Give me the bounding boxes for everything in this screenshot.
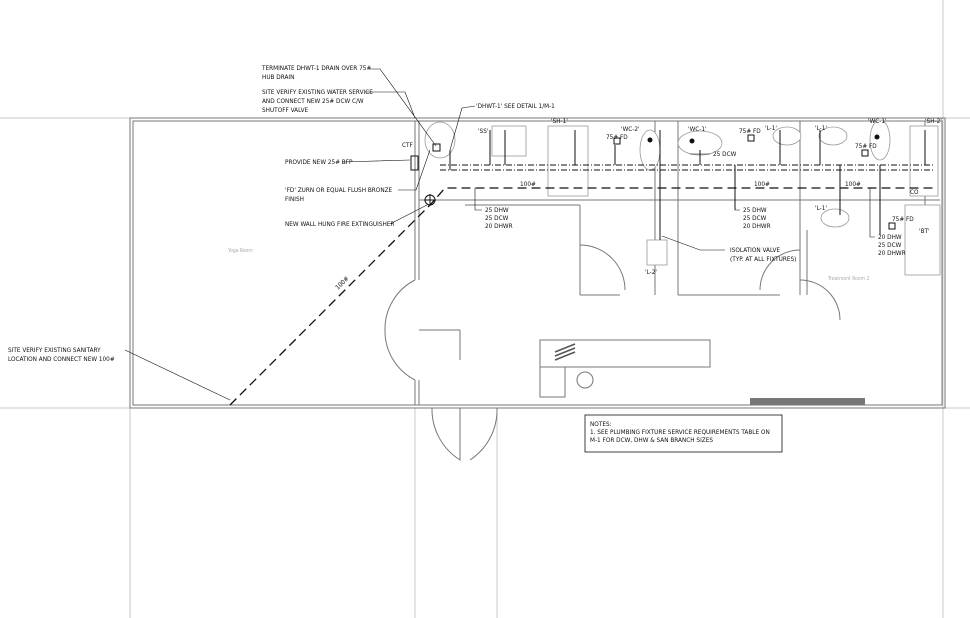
callout-dhwt-detail: 'DHWT-1' SEE DETAIL 1/M-1 bbox=[476, 102, 555, 110]
branch-size-label: 25 DCW bbox=[743, 214, 767, 222]
branch-size-label: 25 DCW bbox=[485, 214, 509, 222]
fixture-label-sh2: 'SH-2' bbox=[925, 117, 942, 125]
callout-dcw-25: 25 DCW bbox=[713, 150, 737, 158]
pipe-size-label: 100# bbox=[845, 180, 861, 188]
branch-size-label: 25 DHW bbox=[485, 206, 509, 214]
branch-size-label: 20 DHWR bbox=[878, 249, 906, 257]
branch-size-label: 25 DHW bbox=[743, 206, 767, 214]
fixture-label-l2: 'L-2' bbox=[645, 268, 657, 276]
callout-floor-drain-line1: 'FD' ZURN OR EQUAL FLUSH BRONZE bbox=[285, 186, 393, 194]
cleanout-label: CO bbox=[910, 188, 919, 196]
floor-drain-label: 75# FD bbox=[892, 215, 914, 223]
floor-drain-label: 75# FD bbox=[606, 133, 628, 141]
walls bbox=[129, 117, 946, 461]
notes-heading: NOTES: bbox=[590, 420, 612, 428]
ctf-label: CTF bbox=[402, 141, 413, 149]
callout-sanitary-line1: SITE VERIFY EXISTING SANITARY bbox=[8, 346, 101, 354]
fixture-label-ss: 'SS' bbox=[478, 127, 489, 135]
floor-drain-label: 75# FD bbox=[739, 127, 761, 135]
pipe-size-label: 100# bbox=[334, 274, 351, 291]
callout-water-service-line3: SHUTOFF VALVE bbox=[262, 106, 309, 114]
callout-bfp: PROVIDE NEW 25# BFP bbox=[285, 158, 353, 166]
fixture-label-l1: 'L-1' bbox=[815, 124, 827, 132]
fixture-label-l1: 'L-1' bbox=[765, 124, 777, 132]
branch-size-label: 20 DHWR bbox=[743, 222, 771, 230]
fixture-label-l1: 'L-1' bbox=[815, 204, 827, 212]
branch-size-label: 20 DHWR bbox=[485, 222, 513, 230]
callout-isolation-valve-line2: (TYP. AT ALL FIXTURES) bbox=[730, 255, 796, 263]
pipe-size-label: 100# bbox=[520, 180, 536, 188]
branch-size-label: 20 DHW bbox=[878, 233, 902, 241]
piping bbox=[229, 130, 935, 406]
fixture-label-bt: 'BT' bbox=[919, 227, 930, 235]
fixture-label-sh1: 'SH-1' bbox=[551, 117, 568, 125]
fixture-label-wc2: 'WC-2' bbox=[621, 125, 640, 133]
room-label-yoga: Yoga Room bbox=[228, 248, 253, 254]
callout-dhwt-drain-line2: HUB DRAIN bbox=[262, 73, 294, 81]
notes-box: NOTES: 1. SEE PLUMBING FIXTURE SERVICE R… bbox=[584, 414, 783, 453]
fixture-label-wc1: 'WC-1' bbox=[868, 117, 887, 125]
callout-floor-drain-line2: FINISH bbox=[285, 195, 304, 203]
callout-water-service-line1: SITE VERIFY EXISTING WATER SERVICE bbox=[262, 88, 373, 96]
leader-lines bbox=[124, 68, 725, 401]
reception-desk bbox=[539, 339, 711, 398]
floor-drain-label: 75# FD bbox=[855, 142, 877, 150]
notes-line: M-1 FOR DCW, DHW & SAN BRANCH SIZES bbox=[590, 436, 713, 444]
callout-extinguisher: NEW WALL HUNG FIRE EXTINGUISHER bbox=[285, 220, 394, 228]
fixture-label-wc1: 'WC-1' bbox=[688, 125, 707, 133]
callout-dhwt-drain-line1: TERMINATE DHWT-1 DRAIN OVER 75# bbox=[261, 64, 371, 72]
branch-size-label: 25 DCW bbox=[878, 241, 902, 249]
wall-hatch bbox=[750, 398, 865, 405]
notes-line: 1. SEE PLUMBING FIXTURE SERVICE REQUIREM… bbox=[590, 428, 770, 436]
room-label-treatment: Treatment Room 2 bbox=[827, 276, 869, 282]
callout-isolation-valve-line1: ISOLATION VALVE bbox=[730, 246, 780, 254]
callout-water-service-line2: AND CONNECT NEW 25# DCW C/W bbox=[262, 97, 364, 105]
callout-sanitary-line2: LOCATION AND CONNECT NEW 100# bbox=[8, 355, 115, 363]
pipe-size-label: 100# bbox=[754, 180, 770, 188]
